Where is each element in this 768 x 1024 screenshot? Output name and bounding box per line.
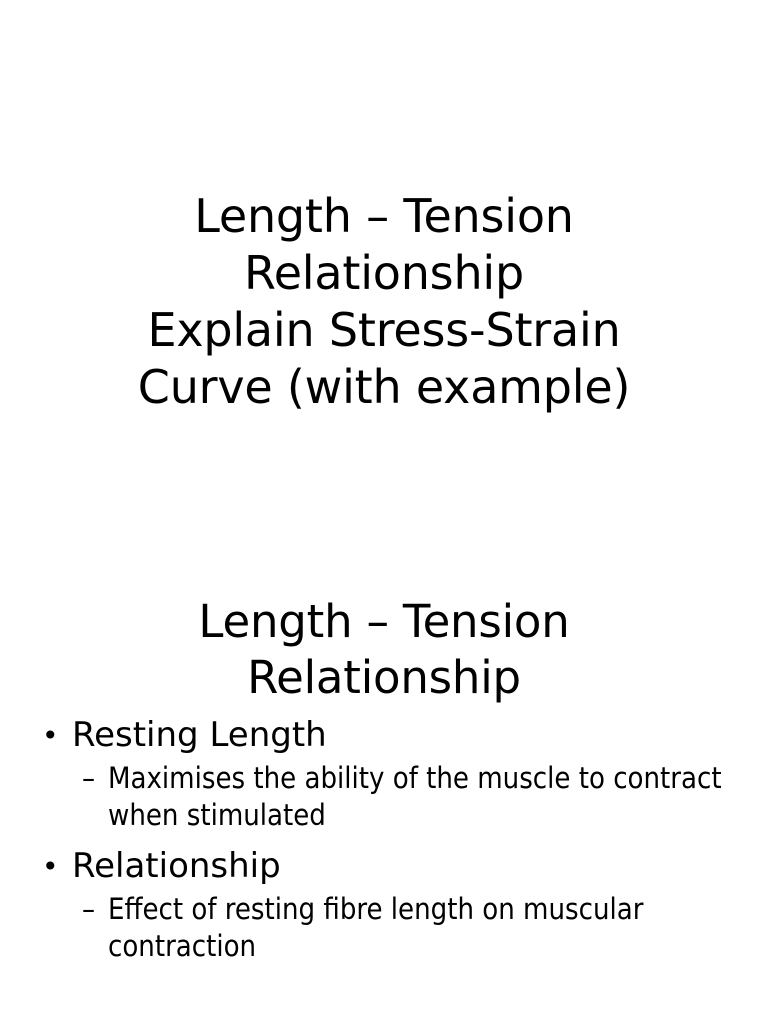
sub-bullet-item-label: Effect of resting fibre length on muscul… xyxy=(108,892,644,963)
bullet-item-relationship: • Relationship xyxy=(0,844,768,889)
dash-marker-icon: – xyxy=(82,761,96,795)
sub-bullet-item-label: Maximises the ability of the muscle to c… xyxy=(108,761,722,832)
slide-heading-line-2: Relationship xyxy=(247,651,521,704)
bullet-marker-icon: • xyxy=(42,719,59,752)
bullet-list: • Resting Length – Maximises the ability… xyxy=(0,713,768,965)
sub-bullet-item-relationship: – Effect of resting fibre length on musc… xyxy=(0,891,768,965)
slide-title-line-2: Relationship xyxy=(244,246,524,300)
bullet-group-relationship: • Relationship – Effect of resting fibre… xyxy=(0,844,768,965)
sub-bullet-item-resting-length: – Maximises the ability of the muscle to… xyxy=(0,760,768,834)
slide-title-block: Length – Tension Relationship Explain St… xyxy=(0,188,768,416)
slide-heading-block: Length – Tension Relationship xyxy=(0,594,768,706)
bullet-group-resting-length: • Resting Length – Maximises the ability… xyxy=(0,713,768,834)
dash-marker-icon: – xyxy=(82,892,96,926)
bullet-marker-icon: • xyxy=(42,850,59,883)
bullet-item-label: Relationship xyxy=(72,846,281,886)
slide-title-line-4: Curve (with example) xyxy=(137,360,631,414)
slide-heading-line-1: Length – Tension xyxy=(198,595,570,648)
bullet-item-label: Resting Length xyxy=(72,715,327,755)
bullet-item-resting-length: • Resting Length xyxy=(0,713,768,758)
slide-title-line-1: Length – Tension xyxy=(194,189,574,243)
slide-title-line-3: Explain Stress-Strain xyxy=(147,303,621,357)
